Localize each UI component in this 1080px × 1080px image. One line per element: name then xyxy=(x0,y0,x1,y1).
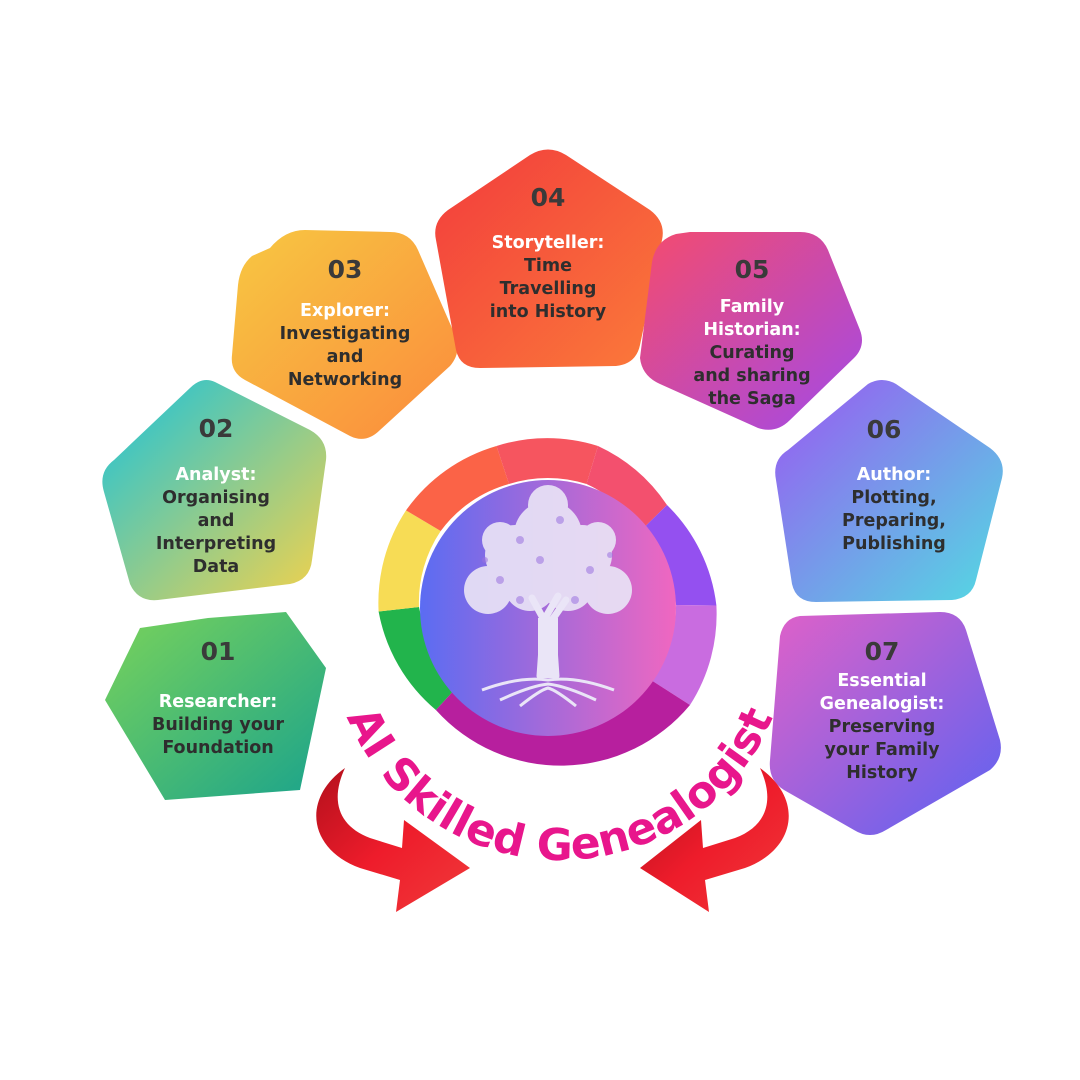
step-01: 01 Researcher: Building your Foundation xyxy=(105,612,326,800)
step-05-desc-2: and sharing xyxy=(693,366,810,386)
step-06-title: Author: xyxy=(857,465,931,485)
step-06-desc-3: Publishing xyxy=(842,534,946,554)
right-curved-arrow-icon xyxy=(640,768,789,912)
ring-segment-orange xyxy=(406,446,509,531)
step-02: 02 Analyst: Organising and Interpreting … xyxy=(102,380,327,601)
step-07-desc-2: your Family xyxy=(825,740,941,760)
step-04: 04 Storyteller: Time Travelling into His… xyxy=(435,149,663,368)
step-04-title: Storyteller: xyxy=(492,233,605,253)
step-01-title: Researcher: xyxy=(159,692,277,712)
ring-segment-orchid xyxy=(651,605,717,705)
step-05-desc-3: the Saga xyxy=(708,389,796,409)
step-03: 03 Explorer: Investigating and Networkin… xyxy=(231,230,458,439)
step-04-desc-2: Travelling xyxy=(500,279,597,299)
step-07-desc-1: Preserving xyxy=(829,717,936,737)
step-02-desc-3: Interpreting xyxy=(156,534,276,554)
step-04-desc-1: Time xyxy=(524,256,572,276)
step-03-desc-1: Investigating xyxy=(280,324,411,344)
step-06-desc-2: Preparing, xyxy=(842,511,946,531)
step-07-number: 07 xyxy=(865,637,900,666)
step-03-title: Explorer: xyxy=(300,301,390,321)
step-02-desc-1: Organising xyxy=(162,488,270,508)
step-04-desc-3: into History xyxy=(490,302,607,322)
step-03-desc-2: and xyxy=(327,347,364,367)
step-07-desc-3: History xyxy=(846,763,918,783)
step-02-desc-2: and xyxy=(198,511,235,531)
step-01-number: 01 xyxy=(201,637,236,666)
step-02-desc-4: Data xyxy=(193,557,240,577)
step-03-number: 03 xyxy=(328,255,363,284)
ring-segment-green xyxy=(378,607,463,710)
step-04-number: 04 xyxy=(531,183,566,212)
step-01-desc-2: Foundation xyxy=(162,738,273,758)
step-03-desc-3: Networking xyxy=(288,370,402,390)
step-05-desc-1: Curating xyxy=(709,343,794,363)
step-06-number: 06 xyxy=(867,415,902,444)
step-06: 06 Author: Plotting, Preparing, Publishi… xyxy=(775,380,1003,602)
left-curved-arrow-icon xyxy=(316,768,470,912)
ring-segment-violet xyxy=(640,505,717,606)
tree-icon xyxy=(464,485,632,708)
step-01-desc-1: Building your xyxy=(152,715,284,735)
step-02-number: 02 xyxy=(199,414,234,443)
ring-segment-red xyxy=(496,438,598,484)
step-05-number: 05 xyxy=(735,255,770,284)
step-02-title: Analyst: xyxy=(176,465,257,485)
ring-segment-crimson xyxy=(586,446,667,531)
ring-segment-yellow xyxy=(378,510,441,612)
step-06-desc-1: Plotting, xyxy=(851,488,936,508)
